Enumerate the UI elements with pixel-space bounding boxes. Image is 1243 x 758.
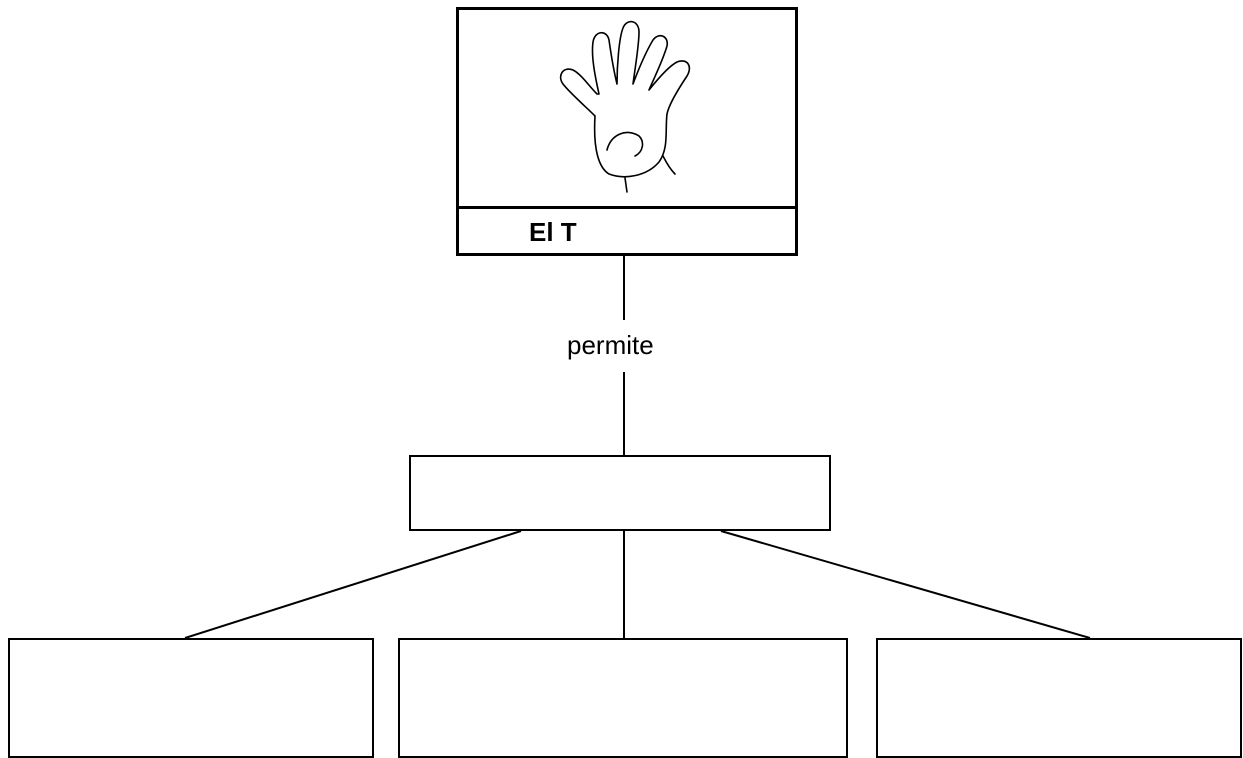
top-node-image [459, 10, 795, 209]
connector-middle-to-left [184, 530, 522, 639]
leaf-node-right [876, 638, 1242, 758]
leaf-node-left [8, 638, 374, 758]
connector-lines [184, 256, 1091, 639]
raised-hand-icon [559, 20, 691, 193]
middle-node [409, 455, 831, 531]
top-node: El T [456, 7, 798, 256]
connector-middle-to-right [720, 530, 1091, 639]
edge-label: permite [565, 328, 656, 362]
top-node-label: El T [529, 217, 577, 247]
leaf-node-center [398, 638, 848, 758]
